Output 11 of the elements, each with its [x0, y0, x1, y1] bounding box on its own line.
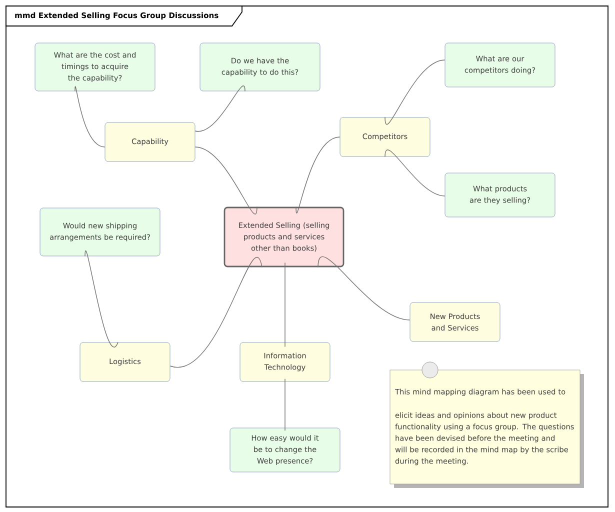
connector-line [194, 86, 246, 132]
connector-line [318, 256, 410, 320]
connector-line [384, 60, 446, 125]
connector-line [194, 146, 258, 214]
connector-line [284, 262, 286, 347]
connector-line [170, 257, 262, 368]
connector-line [84, 250, 118, 348]
connector-line [384, 150, 446, 196]
connector-line [284, 378, 286, 431]
connector-line [296, 136, 340, 214]
connector-line [74, 86, 106, 148]
